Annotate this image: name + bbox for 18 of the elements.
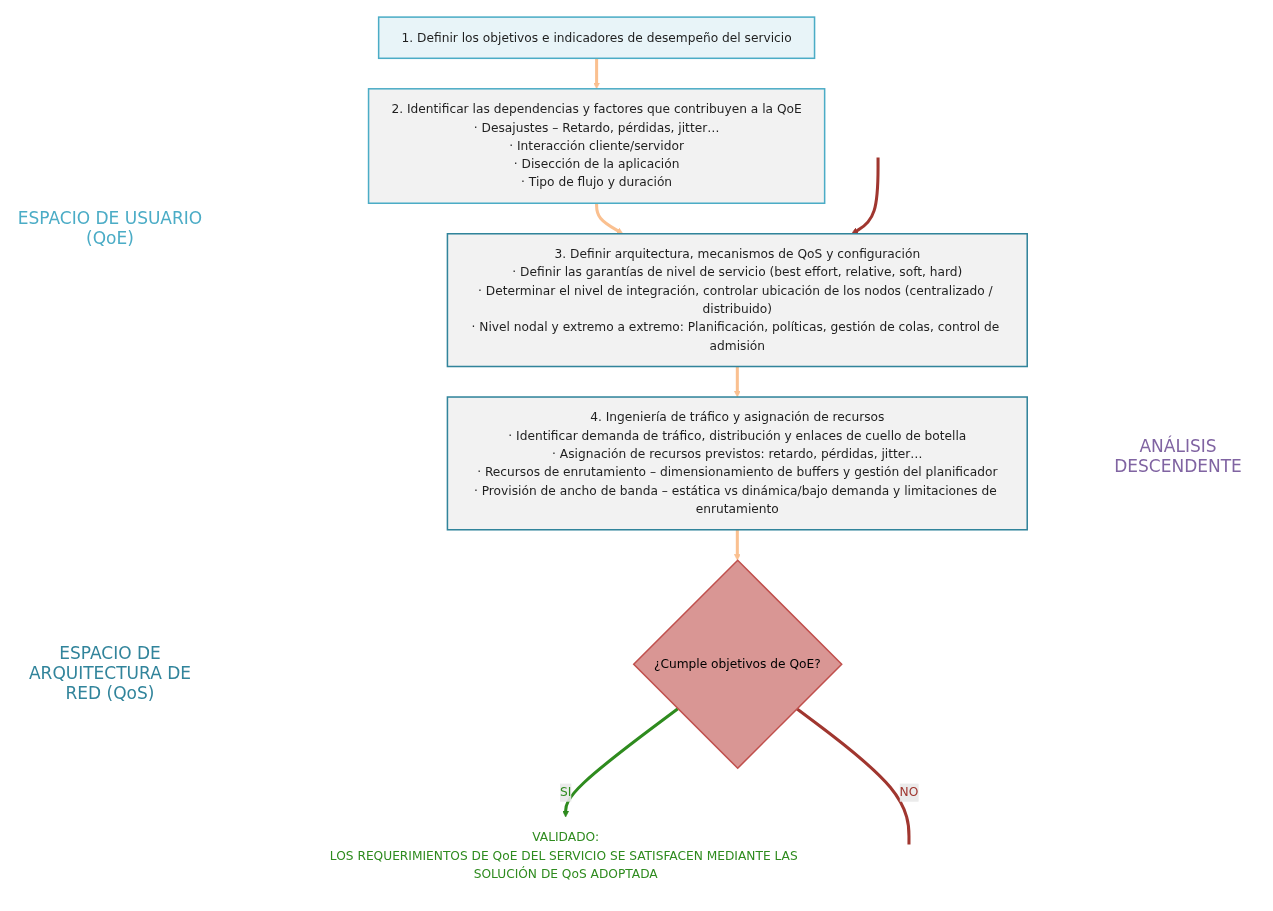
- arrow: [733, 366, 741, 397]
- space-label: ESPACIO DE ARQUITECTURA DE RED (QoS): [27, 642, 193, 706]
- connector: [795, 707, 911, 845]
- edge-label: SI: [560, 784, 572, 800]
- arrow: [851, 156, 880, 234]
- edge-label: NO: [899, 784, 919, 800]
- arrow: [733, 529, 741, 561]
- node-text: VALIDADO: LOS REQUERIMIENTOS DE QoE DEL SERVICIO SE SATISFACEN MEDIANTE LAS SOLUCIÓN DE QoS ADOPTADA: [329, 829, 798, 881]
- arrow: [562, 707, 679, 817]
- analysis-label: ANÁLISIS DESCENDENTE: [1113, 434, 1243, 478]
- space-label: ESPACIO DE USUARIO (QoE): [16, 206, 204, 250]
- node-box: 2. Identificar las dependencias y factores que contribuyen a la QoE · Desajustes – Retardo, pérdidas, jitter… · Interacción cliente/servidor · Disección de la aplicación · Tipo de flujo y duración: [367, 87, 826, 204]
- arrow: [595, 202, 624, 234]
- node-diamond: ¿Cumple objetivos de QoE?: [632, 558, 843, 769]
- node-box: 3. Definir arquitectura, mecanismos de QoS y configuración · Definir las garantías de nivel de servicio (best effort, relative, soft, hard) · Determinar el nivel de integración, controlar ubicación de los nodos (centralizado / distribuido) · Nivel nodal y extremo a extremo: Planificación, políticas, gestión de colas, control de admisión: [446, 232, 1028, 367]
- arrow: [593, 57, 600, 89]
- node-box: 4. Ingeniería de tráfico y asignación de recursos · Identificar demanda de tráfico, distribución y enlaces de cuello de botella · Asignación de recursos previstos: retardo, pérdidas, jitter… · Recursos de enrutamiento – dimensionamiento de buffers y gestión del planificador · Provisión de ancho de banda – estática vs dinámica/bajo demanda y limitaciones de enrutamiento: [446, 395, 1028, 531]
- node-box: 1. Definir los objetivos e indicadores de desempeño del servicio: [377, 15, 816, 59]
